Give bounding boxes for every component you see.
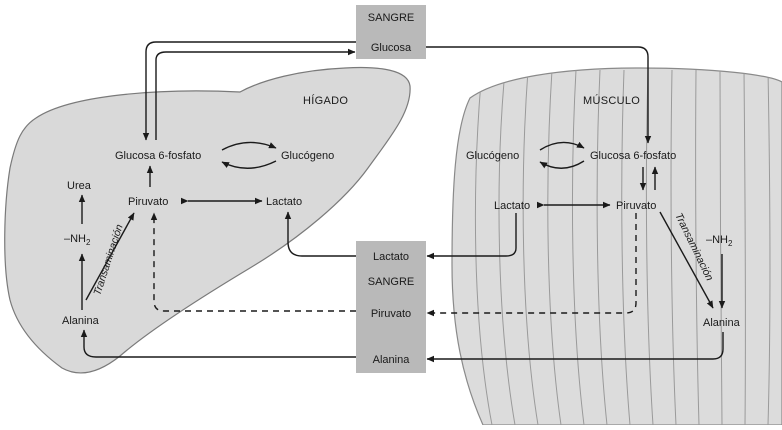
blood-bottom-alanine: Alanina — [373, 354, 411, 366]
muscle-title: MÚSCULO — [583, 94, 640, 107]
muscle-pyruvate: Piruvato — [616, 200, 656, 212]
liver-lactate: Lactato — [266, 196, 302, 208]
muscle-nh2-main: –NH — [706, 234, 728, 246]
liver-pyruvate: Piruvato — [128, 196, 168, 208]
blood-top-header: SANGRE — [368, 12, 414, 24]
muscle-lactate: Lactato — [494, 200, 530, 212]
liver-alanine: Alanina — [62, 315, 100, 327]
blood-bottom-header: SANGRE — [368, 276, 414, 288]
liver-urea: Urea — [67, 180, 92, 192]
muscle-nh2-sub: 2 — [728, 239, 733, 248]
blood-bottom-pyruvate: Piruvato — [371, 308, 411, 320]
liver-shape — [5, 68, 410, 373]
liver-nh2-sub: 2 — [86, 238, 91, 247]
blood-top-glucose: Glucosa — [371, 42, 412, 54]
muscle-glucose6p: Glucosa 6-fosfato — [590, 150, 676, 162]
muscle-glycogen: Glucógeno — [466, 150, 519, 162]
blood-bottom-lactate: Lactato — [373, 251, 409, 263]
muscle-alanine: Alanina — [703, 317, 741, 329]
liver-glycogen: Glucógeno — [281, 150, 334, 162]
liver-title: HÍGADO — [303, 94, 348, 107]
liver-glucose6p: Glucosa 6-fosfato — [115, 150, 201, 162]
liver-nh2-main: –NH — [64, 233, 86, 245]
